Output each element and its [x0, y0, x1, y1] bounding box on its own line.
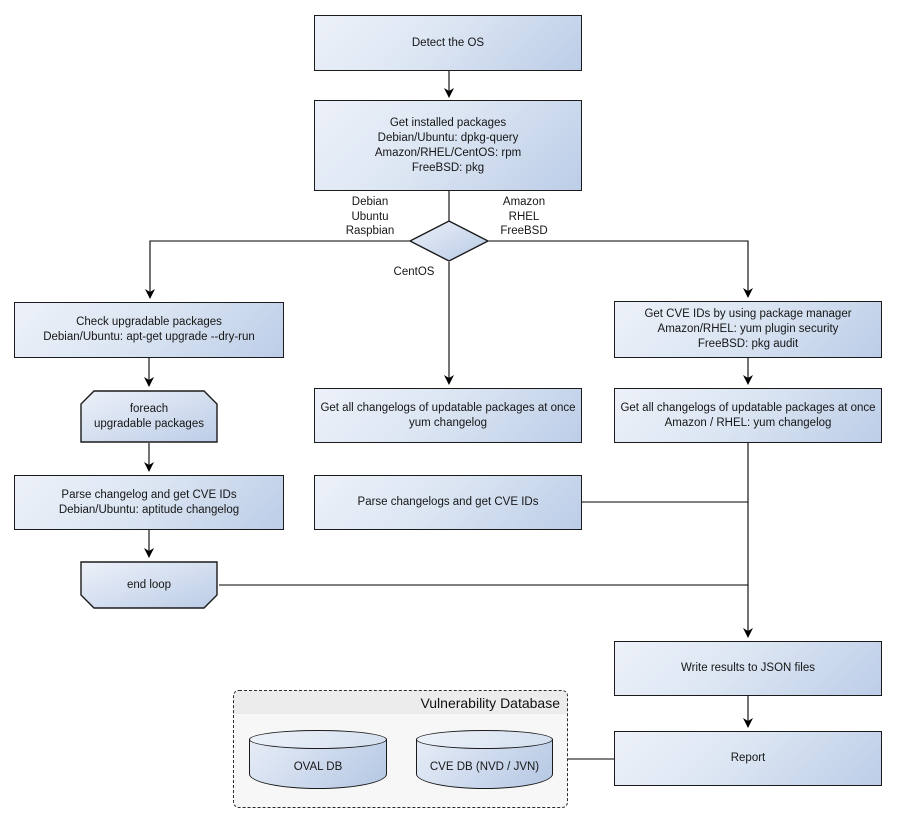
cve-db-cylinder: CVE DB (NVD / JVN)	[416, 730, 553, 789]
branch-label-line: Raspbian	[345, 225, 395, 237]
check-upgradable-line: Check upgradable packages	[76, 316, 222, 328]
branch-label-line: Debian	[351, 196, 389, 208]
branch-label-line: FreeBSD	[500, 225, 548, 237]
loop-begin-shape	[80, 390, 218, 443]
branch-label-amazon: Amazon RHEL FreeBSD	[484, 195, 564, 239]
oval-db-cylinder-top	[249, 730, 387, 749]
parse-changelogs-label: Parse changelogs and get CVE IDs	[357, 496, 539, 508]
check-upgradable-box: Check upgradable packages Debian/Ubuntu:…	[14, 302, 284, 358]
get-changelogs-centos-box: Get all changelogs of updatable packages…	[314, 388, 582, 443]
get-cve-ids-line: Amazon/RHEL: yum plugin security	[657, 323, 839, 335]
branch-label-line: RHEL	[508, 210, 540, 223]
write-json-box: Write results to JSON files	[614, 641, 882, 696]
get-cve-ids-package-manager-box: Get CVE IDs by using package manager Ama…	[614, 301, 882, 358]
branch-label-debian: Debian Ubuntu Raspbian	[330, 195, 410, 239]
get-changelogs-amazon-box: Get all changelogs of updatable packages…	[614, 388, 882, 443]
get-changelogs-centos-line: yum changelog	[409, 416, 487, 429]
oval-db-label: OVAL DB	[293, 760, 343, 773]
get-cve-ids-line: FreeBSD: pkg audit	[697, 338, 799, 350]
get-installed-line: Get installed packages	[389, 116, 507, 129]
get-installed-packages-box: Get installed packages Debian/Ubuntu: dp…	[314, 100, 582, 191]
get-cve-ids-line: Get CVE IDs by using package manager	[644, 308, 852, 320]
foreach-line: foreach	[129, 402, 169, 415]
cve-db-label: CVE DB (NVD / JVN)	[429, 760, 540, 773]
get-changelogs-centos-line: Get all changelogs of updatable packages…	[320, 401, 576, 414]
report-box: Report	[614, 731, 882, 786]
foreach-loop-begin: foreach upgradable packages	[80, 390, 218, 443]
check-upgradable-line: Debian/Ubuntu: apt-get upgrade --dry-run	[43, 331, 255, 343]
branch-label-line: Amazon	[502, 196, 546, 208]
loop-end-shape	[80, 561, 218, 609]
edge-decision-to-check-upgradable	[145, 240, 410, 299]
end-loop-label: end loop	[126, 578, 172, 591]
branch-label-line: Ubuntu	[351, 210, 389, 223]
get-installed-line: Amazon/RHEL/CentOS: rpm	[374, 146, 522, 159]
detect-os-box: Detect the OS	[314, 15, 582, 71]
os-decision-diamond	[408, 220, 490, 262]
edge-decision-to-get-cve-ids	[488, 240, 753, 298]
get-changelogs-amazon-line: Amazon / RHEL: yum changelog	[664, 416, 832, 429]
foreach-line: upgradable packages	[94, 417, 204, 430]
parse-changelog-line: Parse changelog and get CVE IDs	[61, 488, 237, 501]
parse-changelogs-box: Parse changelogs and get CVE IDs	[314, 475, 582, 530]
detect-os-label: Detect the OS	[411, 36, 485, 49]
end-loop-shape: end loop	[80, 561, 218, 609]
parse-changelog-line: Debian/Ubuntu: aptitude changelog	[58, 503, 240, 516]
oval-db-cylinder: OVAL DB	[249, 730, 387, 789]
write-json-label: Write results to JSON files	[681, 662, 815, 674]
report-label: Report	[730, 752, 766, 764]
cve-db-cylinder-top	[416, 730, 553, 749]
vulnerability-database-header: Vulnerability Database	[234, 691, 567, 714]
get-changelogs-amazon-line: Get all changelogs of updatable packages…	[620, 401, 876, 414]
branch-label-line: CentOS	[393, 266, 435, 278]
parse-changelog-debian-box: Parse changelog and get CVE IDs Debian/U…	[14, 475, 284, 530]
branch-label-centos: CentOS	[386, 265, 442, 280]
get-installed-line: FreeBSD: pkg	[411, 161, 485, 174]
vulnerability-database-title: Vulnerability Database	[420, 694, 560, 711]
get-installed-line: Debian/Ubuntu: dpkg-query	[377, 131, 519, 144]
